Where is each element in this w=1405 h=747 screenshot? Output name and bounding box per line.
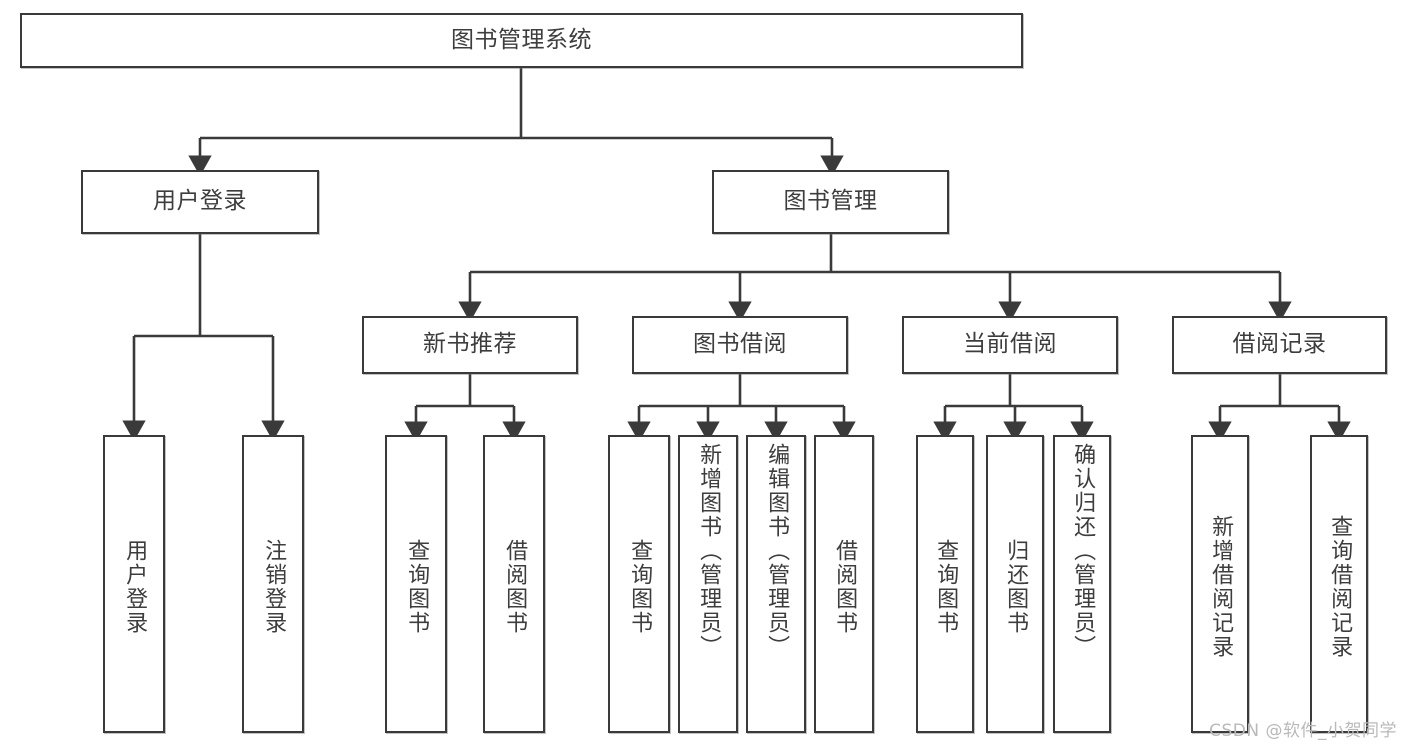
node-leaf-borrow-book-rec[interactable]: 借阅图书 (483, 435, 545, 733)
node-borrow-record[interactable]: 借阅记录 (1172, 316, 1387, 374)
node-book-manage-label: 图书管理 (783, 188, 878, 215)
node-book-borrow[interactable]: 图书借阅 (632, 316, 848, 374)
node-leaf-query-borrow-record-label: 查询借阅记录 (1327, 515, 1353, 659)
node-leaf-edit-book-admin-label: 编辑图书（管理员） (764, 443, 790, 659)
node-leaf-borrow-book-bor-label: 借阅图书 (832, 539, 858, 635)
node-book-borrow-label: 图书借阅 (693, 331, 787, 358)
node-new-book-rec[interactable]: 新书推荐 (362, 316, 578, 374)
node-leaf-confirm-return-admin[interactable]: 确认归还（管理员） (1053, 435, 1111, 733)
node-leaf-logout-login[interactable]: 注销登录 (242, 435, 304, 733)
node-leaf-query-book-rec-label: 查询图书 (404, 539, 430, 635)
node-leaf-user-login[interactable]: 用户登录 (103, 435, 165, 733)
node-current-borrow-label: 当前借阅 (963, 331, 1057, 358)
node-leaf-query-book-cur[interactable]: 查询图书 (916, 435, 974, 733)
node-root[interactable]: 图书管理系统 (20, 13, 1023, 68)
node-leaf-edit-book-admin[interactable]: 编辑图书（管理员） (746, 435, 806, 733)
node-user-login-label: 用户登录 (153, 188, 247, 215)
node-leaf-add-borrow-record-label: 新增借阅记录 (1208, 515, 1234, 659)
node-user-login[interactable]: 用户登录 (81, 170, 319, 234)
node-leaf-query-book-bor-label: 查询图书 (627, 539, 653, 635)
node-current-borrow[interactable]: 当前借阅 (902, 316, 1118, 374)
node-leaf-add-book-admin-label: 新增图书（管理员） (696, 443, 722, 659)
node-leaf-query-book-bor[interactable]: 查询图书 (608, 435, 670, 733)
node-borrow-record-label: 借阅记录 (1232, 331, 1327, 358)
node-leaf-confirm-return-admin-label: 确认归还（管理员） (1070, 443, 1096, 659)
node-leaf-user-login-label: 用户登录 (122, 539, 148, 635)
node-leaf-return-book-label: 归还图书 (1003, 539, 1029, 635)
node-new-book-rec-label: 新书推荐 (423, 331, 517, 358)
node-leaf-borrow-book-bor[interactable]: 借阅图书 (814, 435, 874, 733)
node-book-manage[interactable]: 图书管理 (712, 170, 949, 234)
node-leaf-query-book-cur-label: 查询图书 (933, 539, 959, 635)
node-leaf-borrow-book-rec-label: 借阅图书 (502, 539, 528, 635)
node-leaf-query-borrow-record[interactable]: 查询借阅记录 (1310, 435, 1368, 733)
node-leaf-return-book[interactable]: 归还图书 (986, 435, 1044, 733)
node-leaf-add-borrow-record[interactable]: 新增借阅记录 (1191, 435, 1249, 733)
node-leaf-add-book-admin[interactable]: 新增图书（管理员） (678, 435, 738, 733)
node-leaf-query-book-rec[interactable]: 查询图书 (385, 435, 447, 733)
node-root-label: 图书管理系统 (451, 26, 592, 53)
node-leaf-logout-login-label: 注销登录 (261, 539, 287, 635)
